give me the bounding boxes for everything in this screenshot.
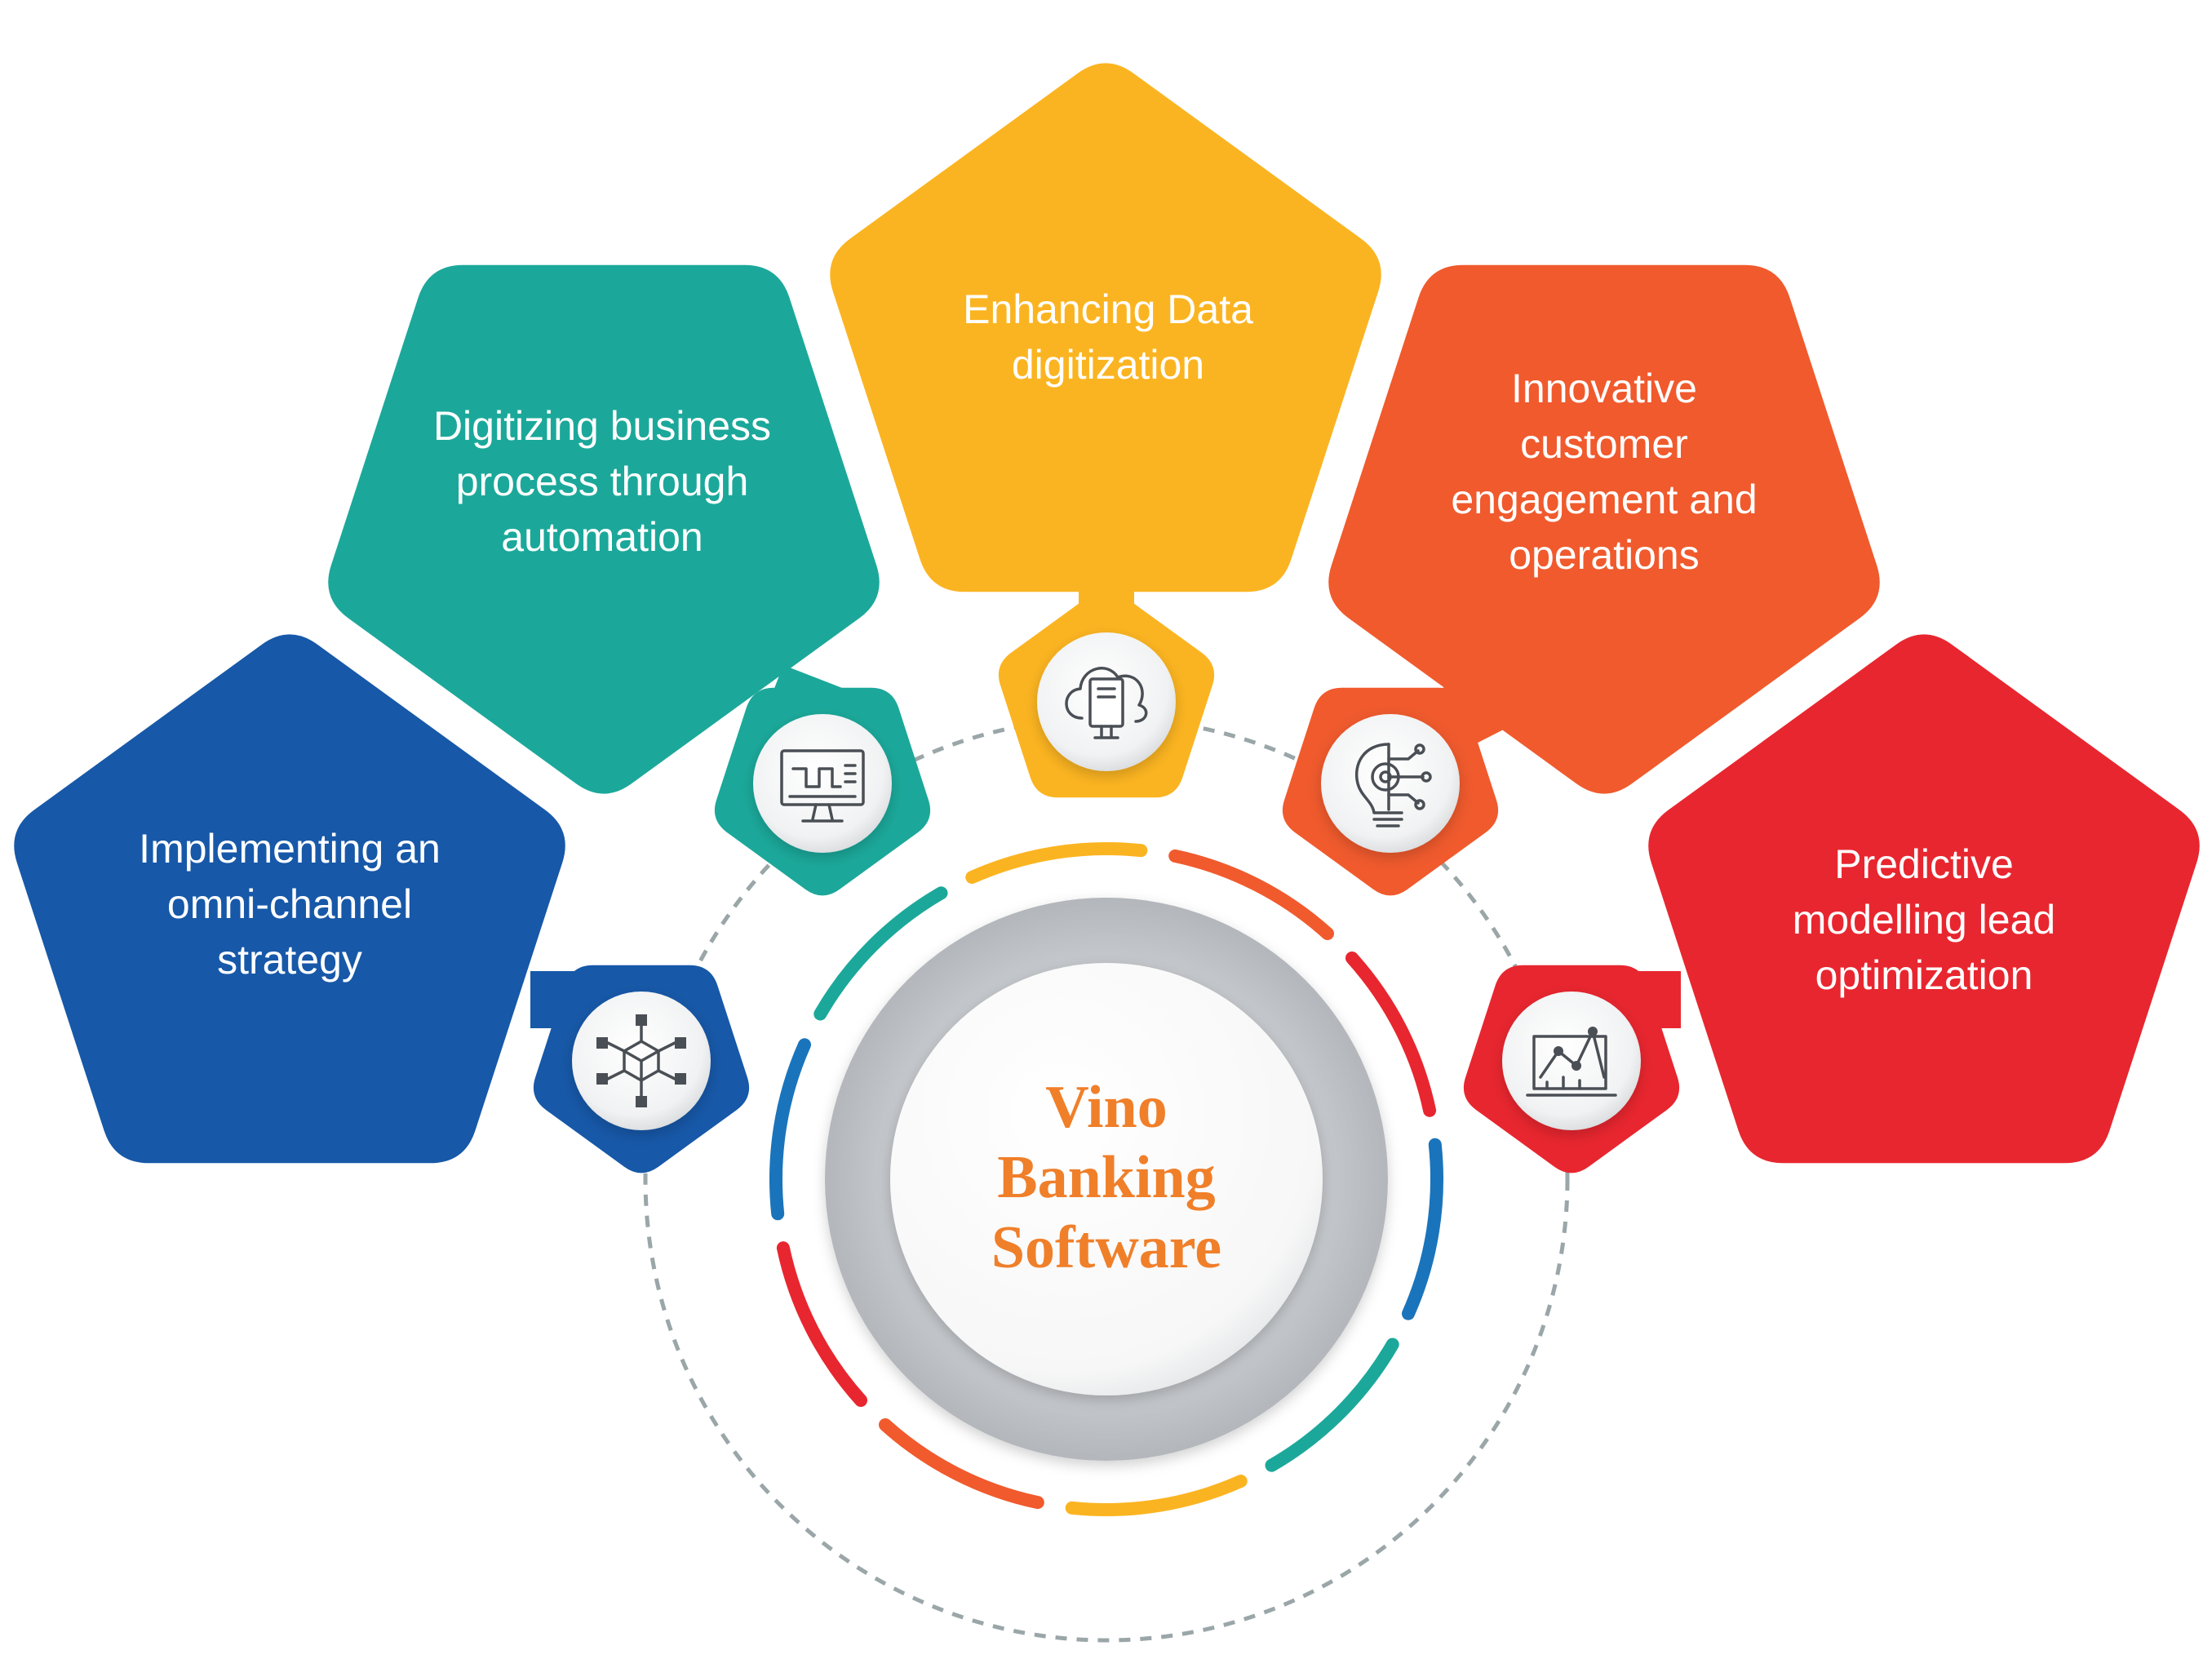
item-pentagon-large — [830, 63, 1381, 592]
monitor-workflow-icon — [780, 749, 865, 823]
ring-arc-segment — [1065, 1475, 1248, 1516]
item-shape-omni-channel — [14, 634, 750, 1173]
ring-arc-segment — [769, 1038, 811, 1221]
item-icon-badge — [1321, 714, 1460, 853]
bulb-gear-icon — [1355, 743, 1432, 827]
item-label-digitizing-process: Digitizing business process through auto… — [432, 403, 772, 560]
item-icon-badge — [753, 714, 892, 853]
item-pentagon-large — [1648, 634, 2200, 1164]
center-disc — [890, 963, 1323, 1395]
cloud-document-icon — [1065, 667, 1148, 739]
item-pentagon-large — [328, 264, 880, 794]
item-label-customer-engagement: Innovative customer engagement and opera… — [1451, 366, 1758, 578]
ring-arc-segment — [879, 1418, 1044, 1510]
icon-badge-circle — [1321, 714, 1460, 853]
item-icon-badge — [572, 992, 711, 1130]
item-label-predictive-modelling: Predictive modelling lead optimization — [1792, 841, 2056, 998]
icon-group — [572, 632, 1641, 1130]
chart-analytics-icon — [1526, 1027, 1617, 1097]
icon-badge-circle — [753, 714, 892, 853]
ring-arc-segment — [813, 886, 948, 1021]
item-shape-data-digitization — [830, 63, 1381, 798]
center-title: Vino Banking Software — [991, 1074, 1222, 1281]
item-pentagon-large — [1328, 264, 1880, 794]
ring-arc-segment — [965, 842, 1148, 884]
ring-arc-segment — [1265, 1338, 1399, 1472]
ring-arc-segment — [776, 1241, 867, 1407]
item-label-omni-channel: Implementing an omni-channel strategy — [139, 826, 441, 983]
item-shape-customer-engagement — [1282, 264, 1880, 896]
item-icon-badge — [1037, 632, 1176, 771]
ring-arc-segment — [1168, 849, 1334, 940]
ring-arc-segment — [1345, 952, 1437, 1117]
center-ring — [769, 842, 1443, 1516]
item-label-data-digitization: Enhancing Data digitization — [963, 286, 1253, 388]
item-pentagon-large — [14, 634, 565, 1164]
item-icon-badge — [1502, 992, 1641, 1130]
ring-arc-segment — [1402, 1138, 1443, 1320]
network-cube-icon — [596, 1014, 686, 1107]
pentagon-group — [14, 63, 2200, 1173]
